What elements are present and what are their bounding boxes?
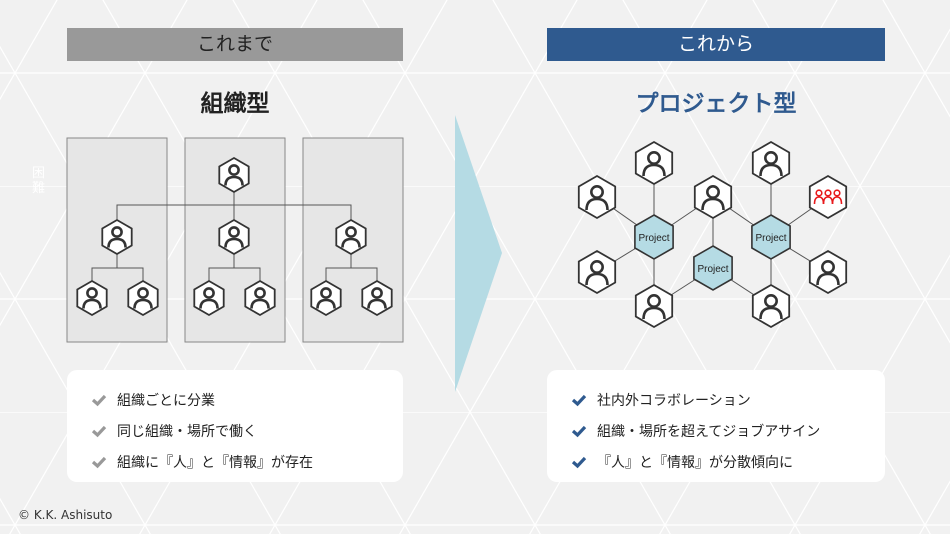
person-node [577,174,617,220]
before-point: 同じ組織・場所で働く [91,415,403,446]
person-icon [585,260,609,286]
check-icon [571,425,587,437]
person-icon [250,287,270,309]
person-node [751,283,791,329]
person-node [218,156,250,194]
person-icon [585,185,609,211]
check-icon [571,456,587,468]
faint-label: 困難 [32,166,46,196]
person-node [808,249,848,295]
person-icon [316,287,336,309]
after-points-card: 社内外コラボレーション 組織・場所を超えてジョブアサイン 『人』と『情報』が分散… [547,370,885,482]
person-node [634,140,674,186]
copyright: © K.K. Ashisuto [18,508,113,522]
project-node: Project [693,245,733,291]
person-node [751,140,791,186]
after-point: 社内外コラボレーション [571,384,885,415]
person-icon [642,151,666,177]
person-icon [759,294,783,320]
project-node: Project [634,214,674,260]
team-node [808,174,848,220]
after-point: 組織・場所を超えてジョブアサイン [571,415,885,446]
project-label: Project [755,233,786,244]
check-icon [91,394,107,406]
person-node [335,218,367,256]
person-icon [759,151,783,177]
person-icon [367,287,387,309]
transition-arrow [455,115,502,392]
before-point: 組織に『人』と『情報』が存在 [91,446,403,477]
person-node [577,249,617,295]
project-node: Project [751,214,791,260]
person-icon [133,287,153,309]
person-icon [341,226,361,248]
after-point: 『人』と『情報』が分散傾向に [571,446,885,477]
person-icon [199,287,219,309]
project-label: Project [638,233,669,244]
before-point: 組織ごとに分業 [91,384,403,415]
check-icon [91,456,107,468]
check-icon [571,394,587,406]
project-label: Project [697,264,728,275]
person-node [361,279,393,317]
person-node [244,279,276,317]
check-icon [91,425,107,437]
person-icon [224,164,244,186]
person-node [76,279,108,317]
before-title: 組織型 [200,91,270,117]
person-node [634,283,674,329]
person-node [218,218,250,256]
person-icon [816,260,840,286]
person-node [127,279,159,317]
person-icon [224,226,244,248]
person-node [101,218,133,256]
person-icon [701,185,725,211]
person-icon [642,294,666,320]
org-diagram [66,137,404,343]
person-node [693,174,733,220]
after-header: これから [547,28,885,61]
person-node [193,279,225,317]
person-icon [82,287,102,309]
person-icon [107,226,127,248]
person-node [310,279,342,317]
before-header: これまで [67,28,403,61]
before-points-card: 組織ごとに分業 同じ組織・場所で働く 組織に『人』と『情報』が存在 [67,370,403,482]
team-icon [813,189,843,205]
after-title: プロジェクト型 [635,91,797,117]
